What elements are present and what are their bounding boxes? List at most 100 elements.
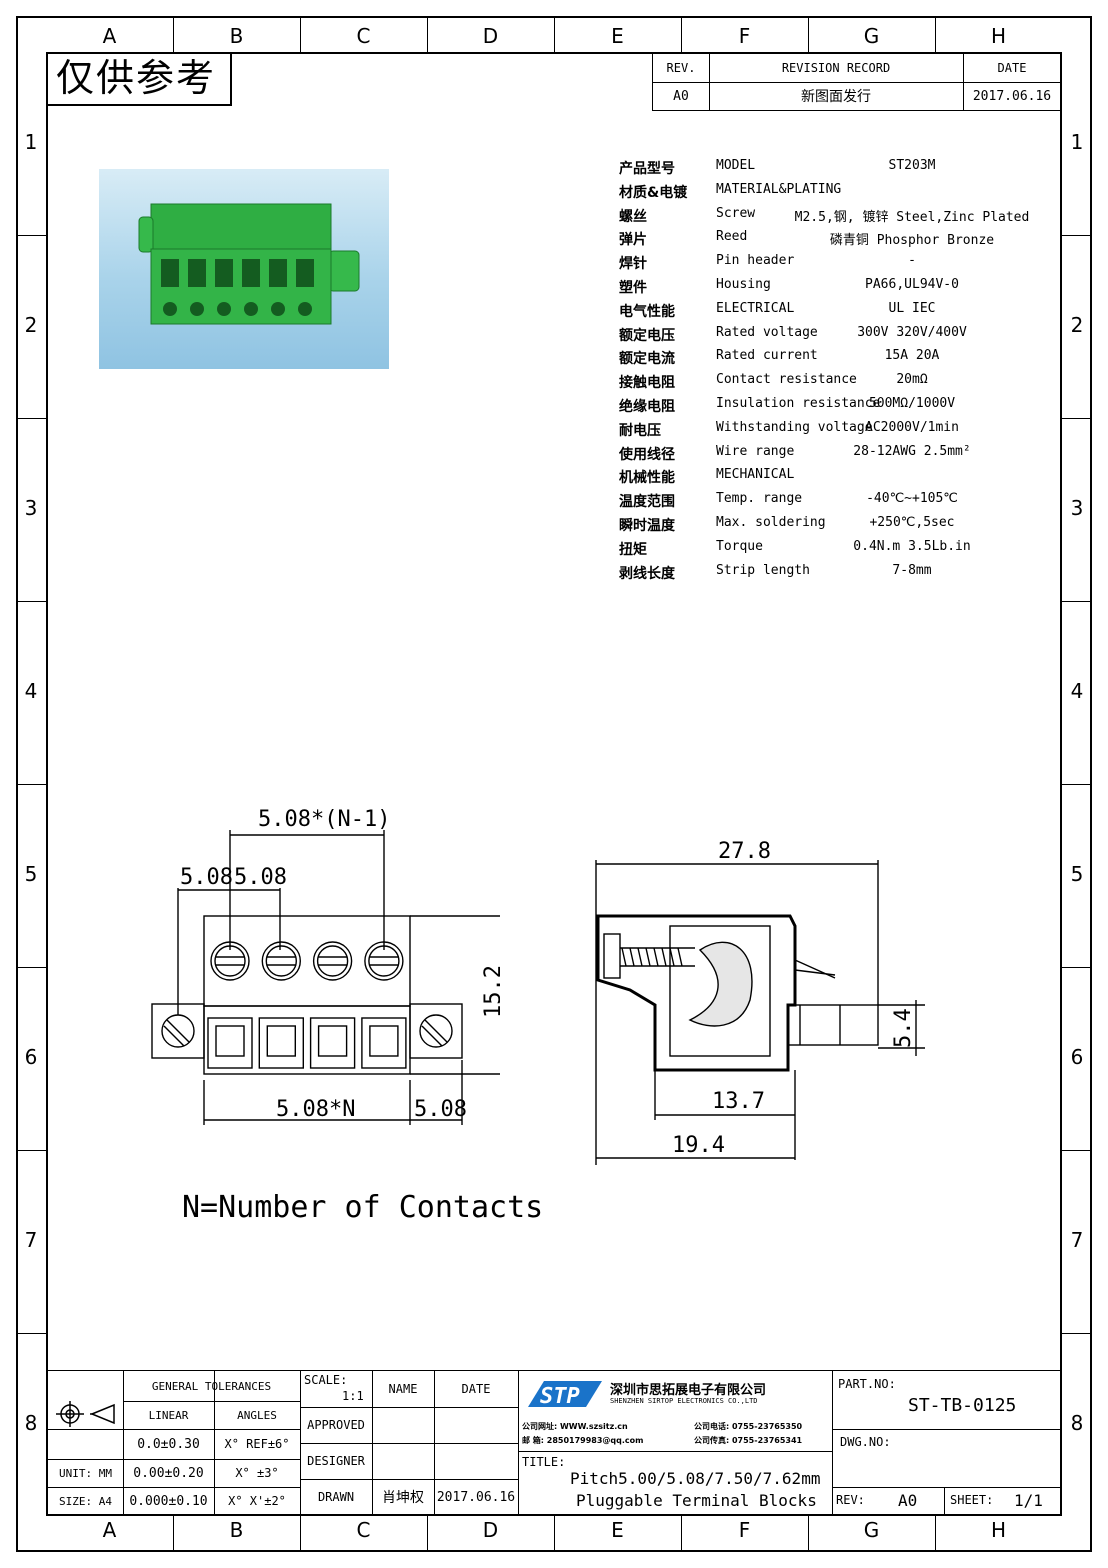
zone-row-8: 8 [24,1410,38,1435]
record-header: REVISION RECORD [781,61,891,75]
spec-value: UL IEC [888,300,936,316]
revision-table: REV. REVISION RECORD DATE A0 新图面发行 2017.… [652,54,1061,111]
zone-col-c: C [356,24,371,48]
spec-label-en: MECHANICAL [716,467,795,483]
unit-label: UNIT: MM [59,1466,112,1480]
zone-row-2: 2 [1070,312,1084,337]
dim-height: 15.2 [481,965,500,1018]
zone-row-3: 3 [1070,495,1084,520]
dim-pitch-n: 5.08*N [276,1097,355,1122]
spec-value: PA66,UL94V-0 [865,277,959,292]
spec-label-cn: 塑件 [619,280,647,296]
drawn-name: 肖坤权 [382,1490,424,1506]
photo-hole [298,302,312,316]
company-logo: STP [528,1381,602,1409]
spec-label-en: Contact resistance [716,372,857,388]
spec-label-en: Max. soldering [716,515,826,530]
spec-value: AC2000V/1min [865,419,959,435]
stamp-text: 仅供参考 [56,56,217,100]
title-line-1: Pitch5.00/5.08/7.50/7.62mm [570,1469,821,1488]
spec-value: 0.4N.m 3.5Lb.in [853,538,971,554]
spec-label-cn: 焊针 [619,256,647,273]
tol-3: 0.000±0.10 [129,1493,208,1509]
reference-stamp: 仅供参考 [48,54,232,106]
zone-col-h: H [990,24,1007,48]
company-name-en: SHENZHEN SIRTOP ELECTRONICS CO.,LTD [610,1397,758,1405]
spec-label-cn: 绝缘电阻 [619,399,675,415]
spec-label-en: MODEL [716,158,756,173]
connector-image [138,203,360,325]
spec-value: M2.5,钢, 镀锌 Steel,Zinc Plated [794,209,1030,225]
spec-value: 28-12AWG 2.5mm² [853,443,971,459]
sheet-label: SHEET: [950,1493,994,1507]
spec-label-cn: 电气性能 [619,303,675,320]
scale-label: SCALE: [304,1373,348,1387]
zone-row-7: 7 [24,1227,38,1252]
photo-slot [215,259,233,287]
zone-col-d: D [482,1518,499,1542]
spec-label-cn: 额定电流 [619,351,675,368]
zone-row-5: 5 [1070,861,1084,886]
contacts-note: N=Number of Contacts [182,1190,544,1225]
spec-label-cn: 瞬时温度 [619,518,675,534]
part-no-value: ST-TB-0125 [908,1395,1017,1416]
scale-value: 1:1 [342,1389,364,1403]
title-label: TITLE: [522,1455,566,1469]
dim-194: 19.4 [672,1133,725,1158]
spec-label-en: Screw [716,205,756,221]
spec-value: 300V 320V/400V [857,324,967,340]
dim-left2: 5.08 [234,865,287,890]
zone-col-a: A [102,24,117,48]
zone-row-1: 1 [24,129,38,154]
zone-col-h: H [990,1518,1007,1542]
photo-hole [217,302,231,316]
general-tolerances: GENERAL TOLERANCES [151,1379,272,1393]
spec-label-cn: 额定电压 [619,327,675,344]
record-value: 新图面发行 [801,89,871,105]
spec-value: ST203M [888,158,936,173]
zone-row-1: 1 [1070,129,1084,154]
photo-slot [269,259,287,287]
angles-header: ANGLES [237,1408,277,1422]
front-screw-inner [316,945,349,977]
spec-label-en: Pin header [716,253,795,269]
svg-text:STP: STP [540,1384,580,1409]
front-view-drawing: 5.08*(N-1) 5.08 5.08 5.08*N 5.08 15.2 [151,807,500,1125]
spec-label-en: Reed [716,229,748,245]
sheet-value: 1/1 [1014,1491,1043,1510]
zone-row-2: 2 [24,312,38,337]
approved-label: APPROVED [307,1418,365,1432]
zone-row-7: 7 [1070,1227,1084,1252]
wire-entry [361,1017,407,1069]
wire-entry-inner [266,1025,297,1057]
zone-col-e: E [611,1518,624,1542]
spec-label-en: Rated voltage [716,324,818,340]
zone-col-c: C [356,1518,371,1542]
contact-phone: 公司电话: 0755-23765350 [694,1422,803,1431]
dim-left1: 5.08 [180,865,233,890]
drawn-label: DRAWN [317,1490,355,1504]
dwg-no-label: DWG.NO: [840,1435,891,1449]
zone-col-g: G [863,24,880,48]
front-screw-inner [265,945,298,977]
zone-col-e: E [611,24,624,48]
dim-total-width: 27.8 [718,839,771,864]
zone-col-f: F [738,1518,751,1542]
spec-value: 20mΩ [896,372,928,388]
size-label: SIZE: A4 [59,1494,112,1508]
rev-value: A0 [673,88,689,104]
product-photo [99,169,389,369]
spec-label-en: MATERIAL&PLATING [716,181,842,197]
ang-1: X° REF±6° [224,1437,290,1451]
dim-137: 13.7 [712,1089,765,1114]
company-name-cn: 深圳市思拓展电子有限公司 [610,1383,767,1398]
spec-value: +250℃,5sec [869,515,955,530]
front-screw [261,941,302,981]
dim-end: 5.08 [414,1097,467,1122]
spec-label-en: Withstanding voltage [716,419,873,435]
photo-slot [161,259,179,287]
ang-2: X° ±3° [235,1466,279,1480]
zone-row-4: 4 [24,678,38,703]
spec-label-cn: 机械性能 [619,470,675,487]
rev-value: A0 [898,1491,918,1510]
